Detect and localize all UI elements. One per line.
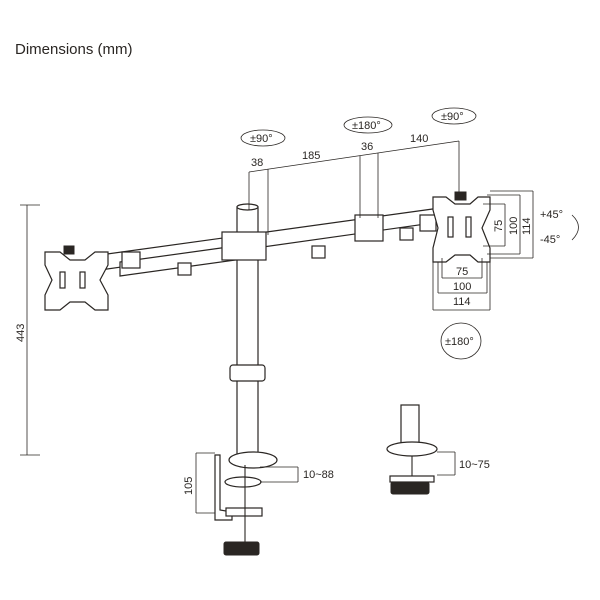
vesa-h75: 75 — [456, 266, 468, 278]
clamp-thickness-label: 10~88 — [303, 469, 334, 481]
tilt-up-label: +45° — [540, 209, 563, 221]
height-label: 443 — [15, 324, 27, 342]
grommet-thickness-label: 10~75 — [459, 459, 490, 471]
dim-140: 140 — [410, 133, 428, 145]
left-vesa-plate — [44, 245, 109, 311]
vesa-v100: 100 — [508, 217, 520, 235]
arm — [99, 207, 441, 277]
pole — [229, 203, 266, 461]
right-vesa-plate — [432, 191, 491, 263]
vesa-v114: 114 — [521, 217, 533, 235]
dim-38: 38 — [251, 157, 263, 169]
pole-swivel-label: ±90° — [250, 133, 273, 145]
head-swivel-label: ±90° — [441, 111, 464, 123]
diagram-title: Dimensions (mm) — [15, 41, 133, 58]
vesa-h100: 100 — [453, 281, 471, 293]
dim-36: 36 — [361, 141, 373, 153]
dim-185: 185 — [302, 150, 320, 162]
vesa-v75: 75 — [493, 220, 505, 232]
clamp-height-label: 105 — [183, 477, 195, 495]
plate-rotation-label: ±180° — [445, 336, 474, 348]
tilt-down-label: -45° — [540, 234, 560, 246]
rotation-labels: ±90° ±180° ±90° ±180° +45° -45° — [240, 107, 579, 360]
vesa-dimension-lines: 75 100 114 75 100 114 — [432, 190, 534, 311]
arm-dimension-lines: 38 185 36 140 — [248, 133, 460, 235]
height-dimension: 443 — [15, 204, 40, 456]
vesa-h114: 114 — [453, 296, 471, 308]
grommet-mount: 10~75 — [386, 404, 490, 495]
arm-swivel-label: ±180° — [352, 120, 381, 132]
desk-clamp: 105 10~88 — [183, 451, 334, 556]
